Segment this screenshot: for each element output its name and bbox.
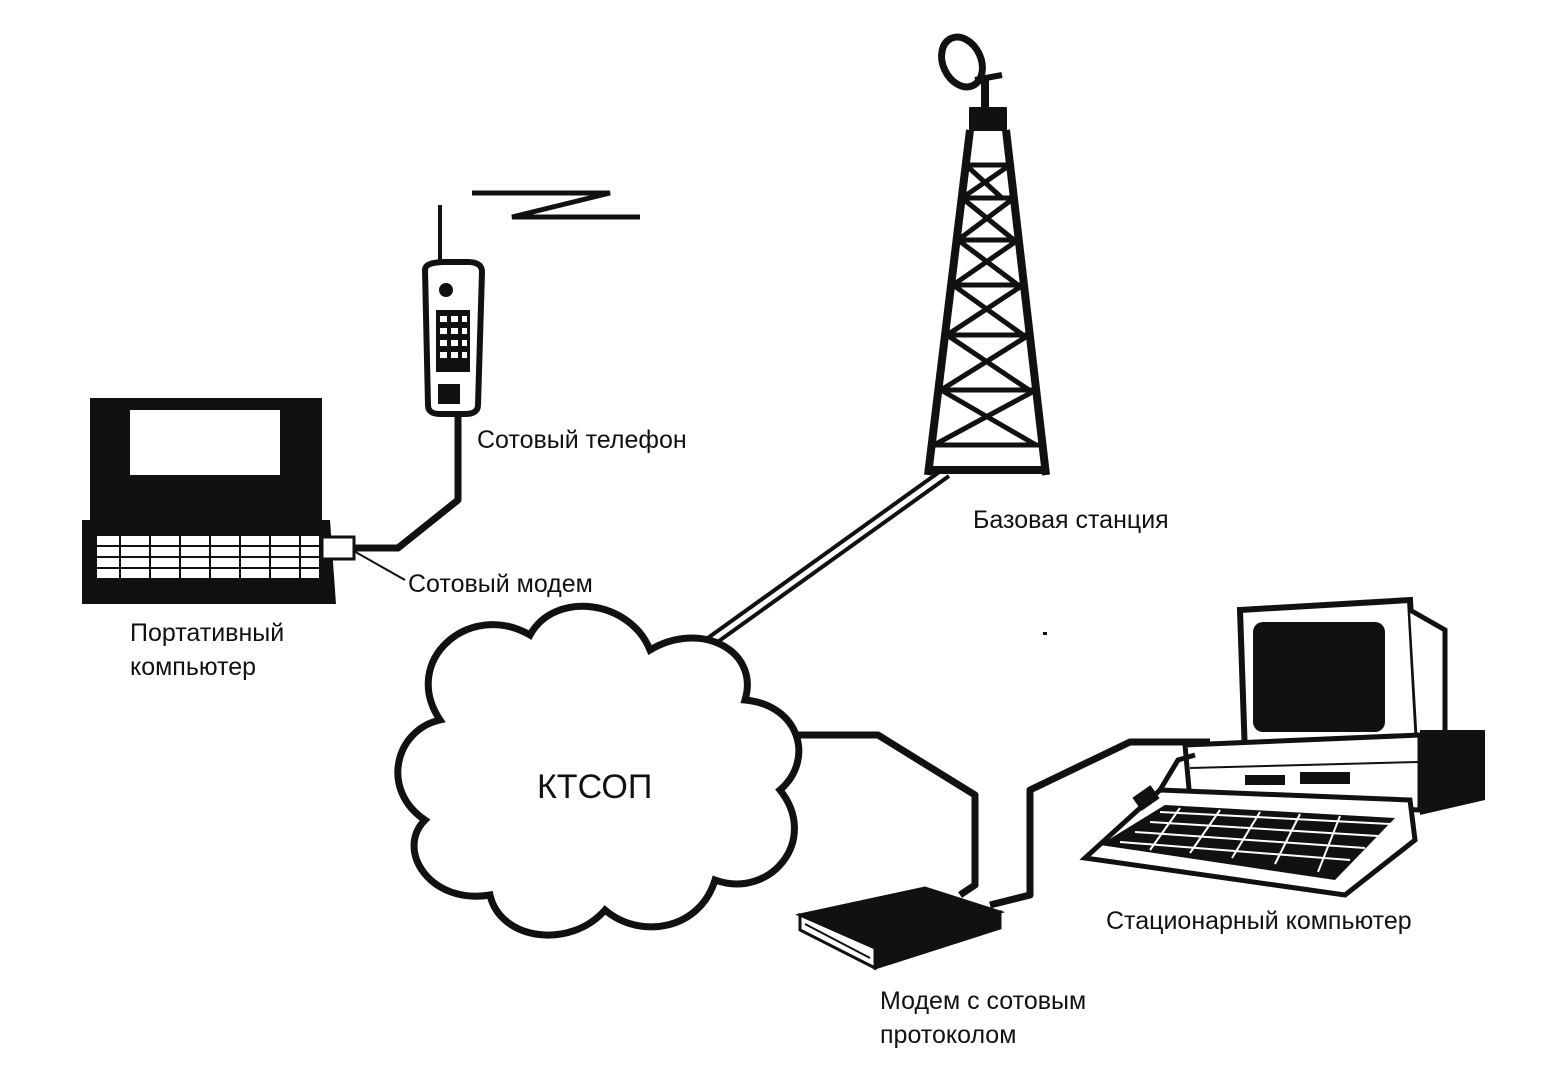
radio-signal-icon — [472, 190, 640, 220]
modem-to-desktop-line — [989, 738, 1210, 909]
cloud-to-modem-line — [790, 731, 979, 898]
laptop-label-line1: Портативный — [130, 619, 285, 647]
cell-phone-icon — [421, 205, 486, 417]
speck-mark — [1043, 632, 1047, 635]
modem-icon — [795, 886, 1006, 971]
network-cloud-label: КТСОП — [537, 768, 653, 806]
cell-phone-label: Сотовый телефон — [477, 426, 687, 454]
tower-to-cloud-link — [703, 468, 951, 648]
connection-lines — [350, 415, 1210, 909]
modem-label-leader — [351, 549, 406, 581]
network-cloud-icon — [394, 602, 803, 939]
protocol-modem-label-line2: протоколом — [880, 1021, 1017, 1049]
laptop-label-line2: компьютер — [130, 653, 257, 681]
desktop-computer-icon — [1079, 596, 1485, 898]
protocol-modem-label-line1: Модем с сотовым — [880, 987, 1087, 1015]
base-station-label: Базовая станция — [973, 506, 1169, 534]
laptop-icon — [82, 398, 356, 604]
phone-to-laptop-cable — [350, 415, 462, 552]
cell-modem-card-icon — [320, 535, 356, 561]
desktop-label: Стационарный компьютер — [1106, 907, 1412, 935]
cell-modem-label: Сотовый модем — [408, 570, 593, 598]
radio-tower-icon — [924, 33, 1050, 476]
